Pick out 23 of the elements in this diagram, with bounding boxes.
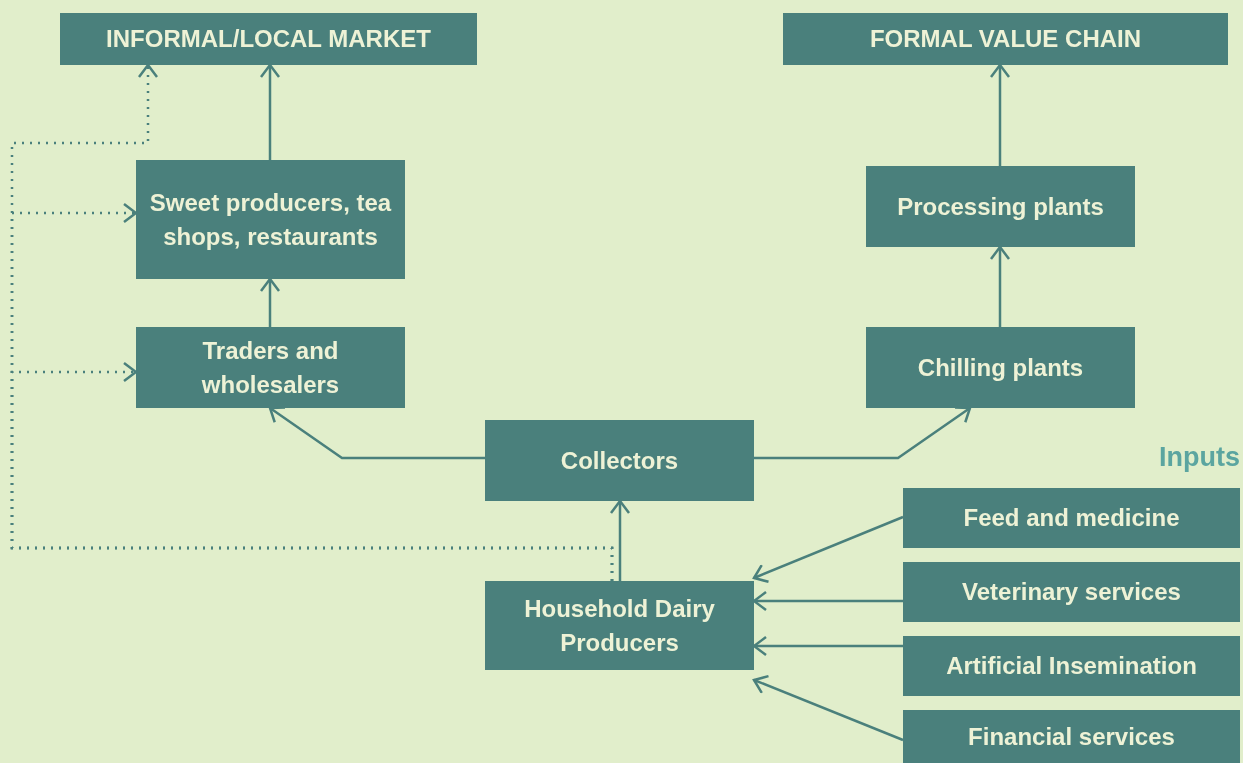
process-box: Sweet producers, tea shops, restaurants <box>136 160 405 279</box>
arrow <box>989 245 1011 327</box>
process-box: Feed and medicine <box>903 488 1240 548</box>
process-box: Traders and wholesalers <box>136 327 405 408</box>
arrow <box>752 515 904 584</box>
arrow <box>259 277 281 327</box>
process-box: Veterinary services <box>903 562 1240 622</box>
dotted-arrow <box>10 361 614 581</box>
arrow <box>609 499 631 581</box>
arrow <box>754 406 972 460</box>
arrow <box>268 406 485 460</box>
process-box: Collectors <box>485 420 754 501</box>
process-box: FORMAL VALUE CHAIN <box>783 13 1228 65</box>
arrow <box>989 63 1011 166</box>
process-box: INFORMAL/LOCAL MARKET <box>60 13 477 65</box>
arrow <box>259 63 281 160</box>
arrow <box>752 674 904 742</box>
process-box: Chilling plants <box>866 327 1135 408</box>
process-box: Financial services <box>903 710 1240 763</box>
process-box: Household Dairy Producers <box>485 581 754 670</box>
process-box: Artificial Insemination <box>903 636 1240 696</box>
section-heading: Inputs <box>1159 444 1240 471</box>
process-box: Processing plants <box>866 166 1135 247</box>
